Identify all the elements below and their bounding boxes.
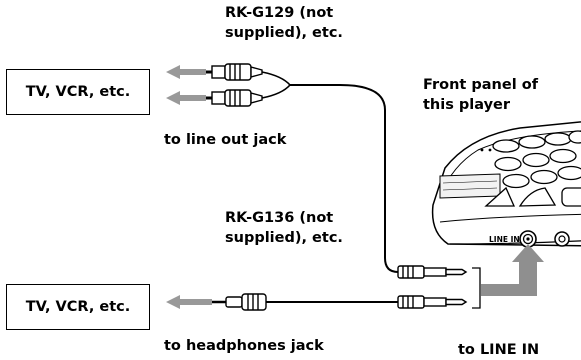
- top-jack-label: to line out jack: [164, 132, 287, 148]
- top-cable-label-line2: supplied), etc.: [225, 25, 343, 41]
- top-cable-label-line1: RK-G129 (not: [225, 5, 334, 21]
- bottom-cable-label-line2: supplied), etc.: [225, 230, 343, 246]
- device-box-top-label: TV, VCR, etc.: [25, 84, 131, 100]
- top-cable: [205, 63, 468, 279]
- bottom-cable-label-line1: RK-G136 (not: [225, 210, 334, 226]
- plug-bracket: [472, 267, 481, 309]
- device-box-bottom: TV, VCR, etc.: [6, 284, 150, 330]
- line-in-arrow: [481, 244, 544, 296]
- player-caption-line2: this player: [423, 97, 511, 113]
- device-box-bottom-label: TV, VCR, etc.: [25, 299, 131, 315]
- player-caption-line1: Front panel of: [423, 77, 539, 93]
- line-in-target-label: to LINE IN: [458, 342, 540, 358]
- top-arrows: [166, 65, 206, 105]
- device-box-top: TV, VCR, etc.: [6, 69, 150, 115]
- bottom-arrow: [166, 295, 212, 309]
- player-front-panel: LINE IN: [431, 121, 581, 248]
- line-in-marking: LINE IN: [489, 235, 520, 244]
- bottom-jack-label: to headphones jack: [164, 338, 324, 354]
- bottom-cable: [212, 293, 468, 311]
